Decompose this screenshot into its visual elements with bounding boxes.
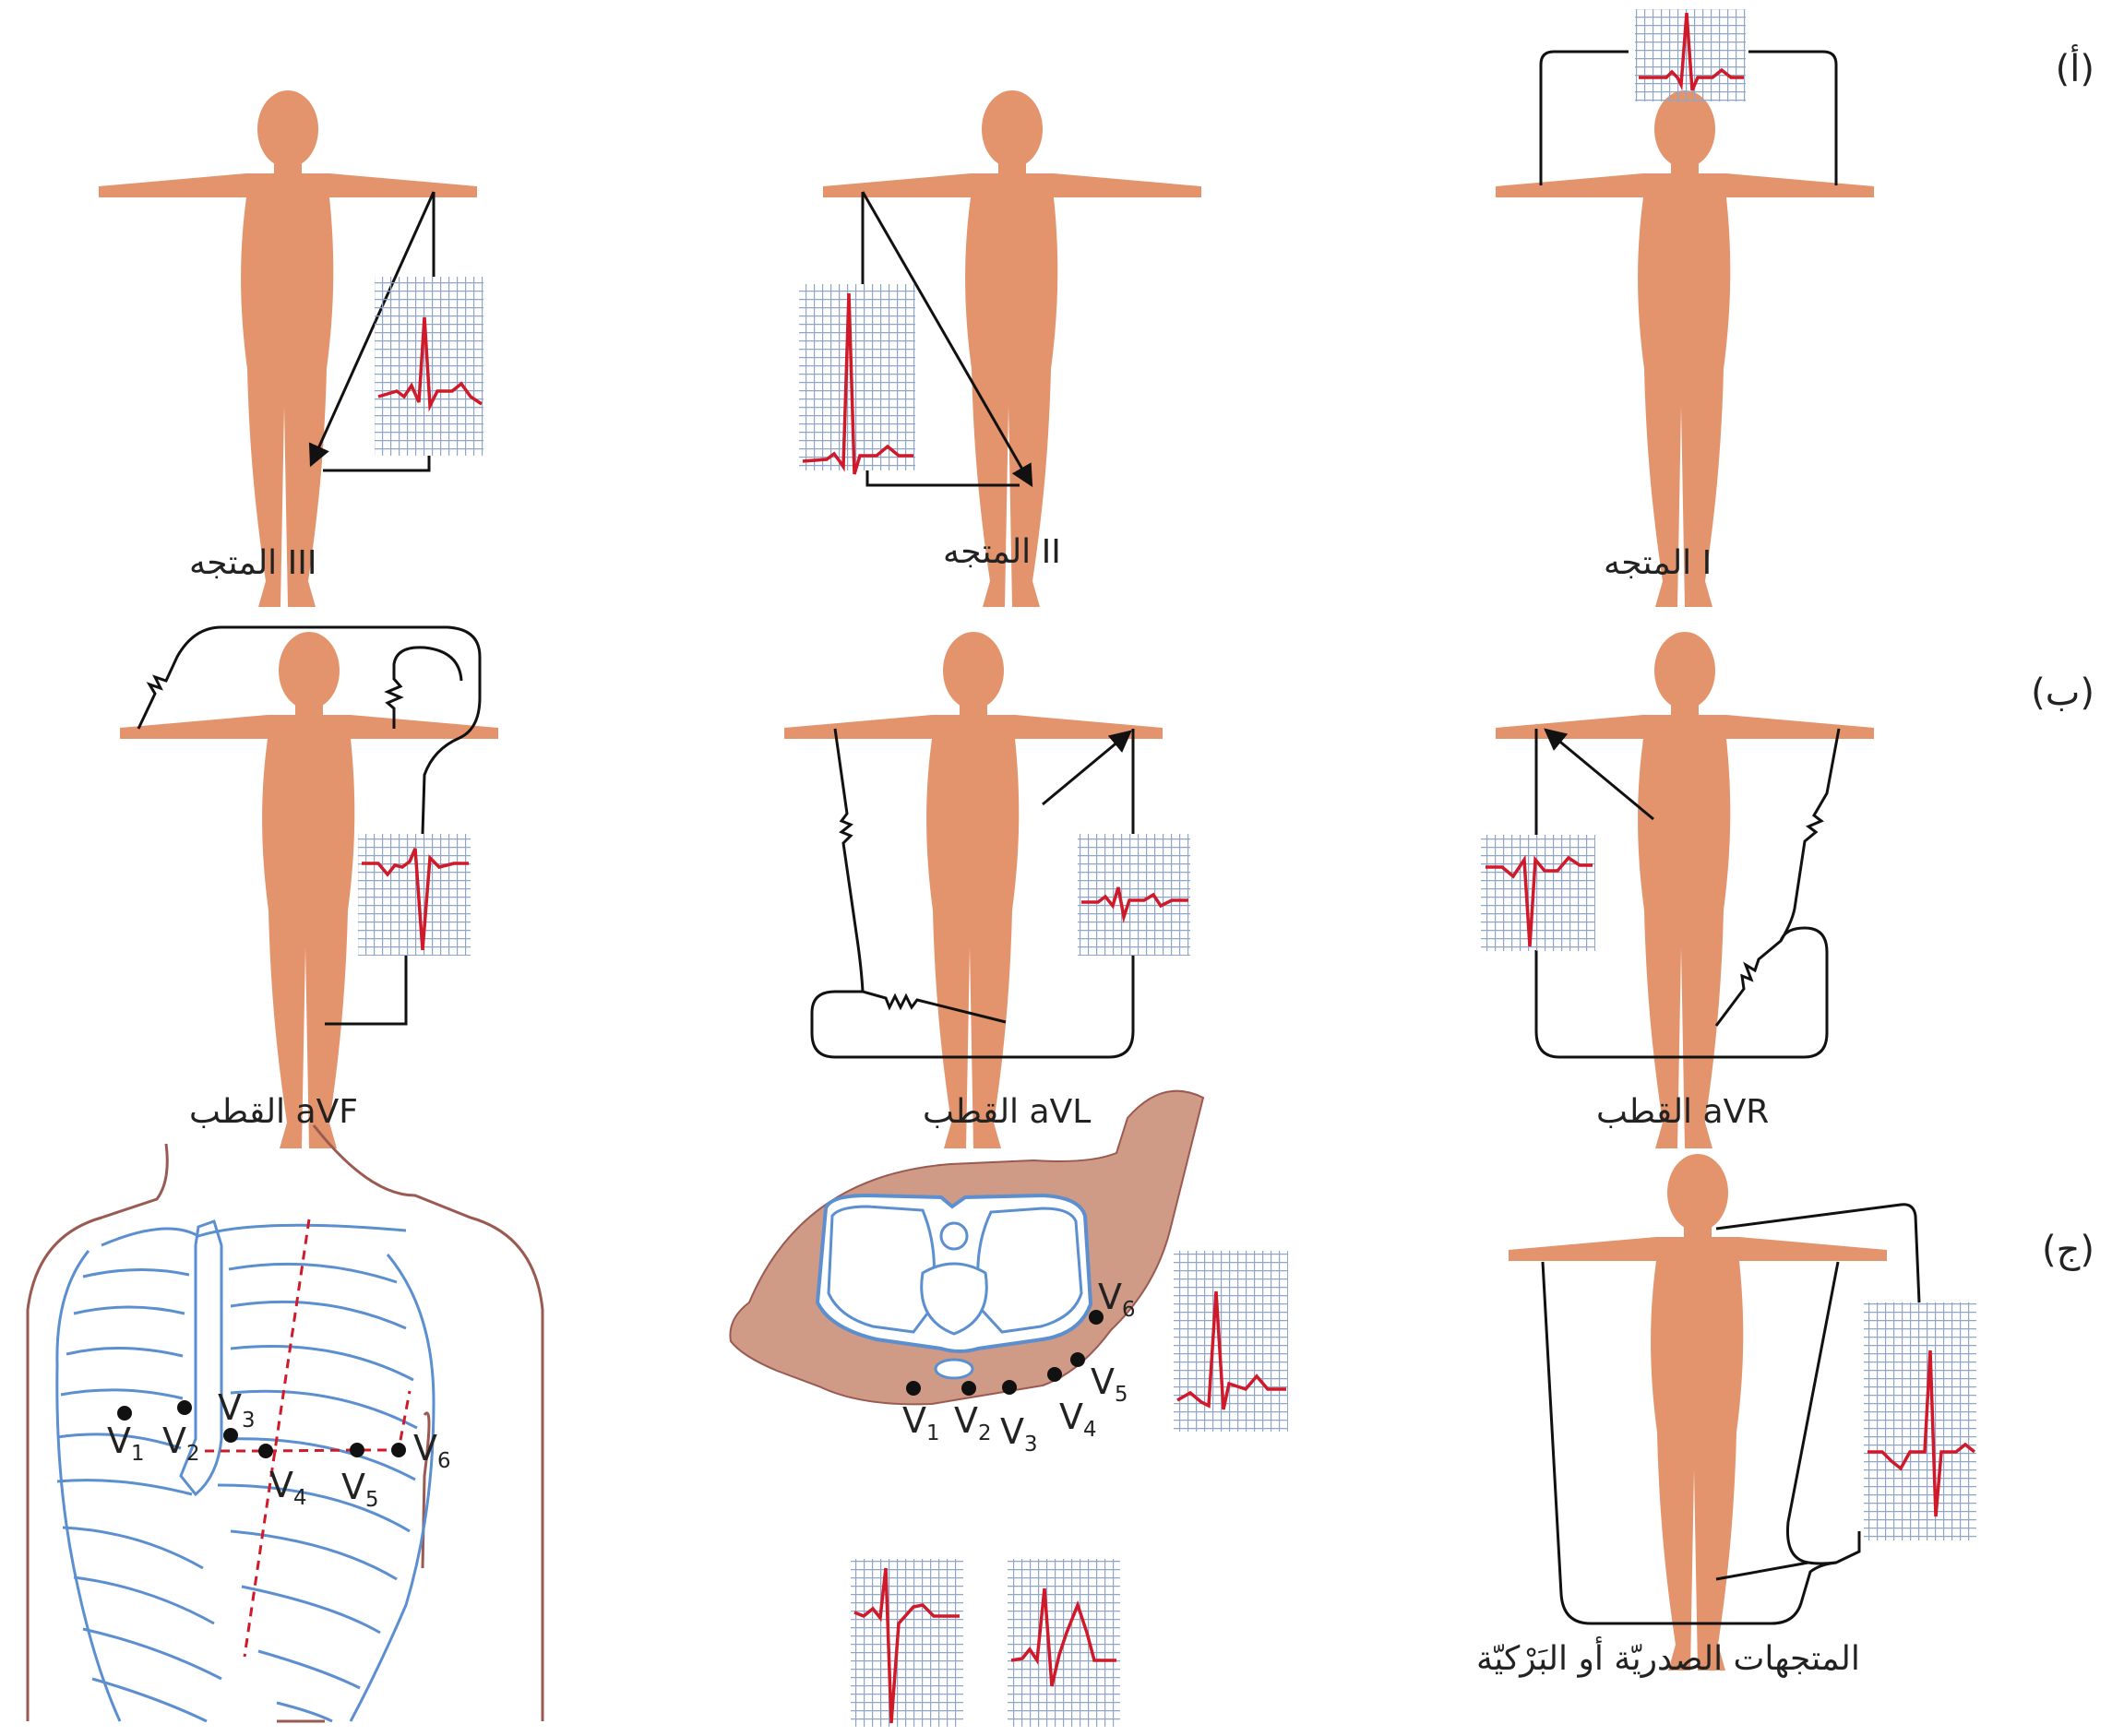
electrode-dot-V6 <box>391 1443 406 1457</box>
left-lung <box>978 1208 1081 1332</box>
lead-II-figure <box>799 90 1201 607</box>
electrode-dot-V1 <box>906 1381 921 1396</box>
chest-anterior-view <box>28 1125 543 1721</box>
aVF-resistor-wire-2 <box>388 648 461 729</box>
ecg-strip-V3 <box>1008 1559 1120 1727</box>
aVR-resistor-wire <box>1716 729 1839 1026</box>
caption-lead-II: المتجه II <box>943 533 1061 571</box>
electrode-dot-V2 <box>177 1400 192 1415</box>
caption-lead-III: المتجه III <box>189 544 316 582</box>
electrode-dot-V5 <box>1070 1352 1085 1367</box>
label-V4-chest: V4 <box>269 1465 307 1510</box>
ecg-strip-lead-II <box>799 284 915 474</box>
lead-aVF-figure <box>120 627 498 1148</box>
lead-III-figure <box>99 90 483 607</box>
torso-outline <box>28 1125 543 1721</box>
aVR-vector-arrow <box>1545 730 1653 819</box>
caption-lead-I: المتجه I <box>1604 544 1712 582</box>
sternum <box>936 1360 973 1378</box>
label-V6-section: V6 <box>1098 1277 1136 1322</box>
ecg-strip-aVR <box>1481 835 1595 951</box>
ecg-strip-precordial <box>1864 1302 1976 1540</box>
aVL-vector-arrow <box>1043 731 1130 804</box>
precordial-lead-figure <box>1509 1154 1976 1671</box>
ecg-strip-aVF <box>358 834 471 956</box>
ecg-strip-aVL <box>1078 834 1190 956</box>
label-V3-section: V3 <box>1000 1411 1038 1457</box>
ecg-strip-lead-I <box>1635 9 1746 101</box>
caption-precordial: المتجهات الصدريّة أو البَرْكيّة <box>1476 1640 1860 1678</box>
lead-I-figure <box>1496 9 1874 607</box>
label-V5-section: V5 <box>1091 1361 1128 1407</box>
ecg-strip-V6 <box>1174 1251 1288 1432</box>
human-figure <box>1496 90 1874 607</box>
electrode-dot-V4 <box>258 1444 273 1458</box>
electrode-dot-V1 <box>117 1406 132 1421</box>
human-figure <box>1509 1154 1887 1671</box>
label-V1-section: V1 <box>902 1400 940 1445</box>
electrode-dot-V3 <box>1002 1380 1017 1395</box>
chest-electrode-dots <box>117 1400 406 1458</box>
lead-aVR-figure <box>1481 632 1874 1148</box>
caption-lead-aVR: القطب aVR <box>1596 1093 1769 1131</box>
label-V2-chest: V2 <box>162 1421 200 1466</box>
label-V6-chest: V6 <box>413 1428 451 1473</box>
ecg-strip-lead-III <box>375 277 483 456</box>
vertebra <box>941 1223 967 1249</box>
label-V2-section: V2 <box>954 1400 992 1445</box>
label-V5-chest: V5 <box>341 1467 379 1512</box>
chest-cross-section <box>730 1091 1288 1727</box>
ecg-strip-V1 <box>851 1559 963 1727</box>
caption-lead-aVL: القطب aVL <box>923 1093 1091 1131</box>
electrode-dot-V4 <box>1047 1367 1062 1382</box>
right-lung <box>829 1207 935 1332</box>
label-V1-chest: V1 <box>107 1421 145 1466</box>
row-label-a: (أ) <box>2056 48 2094 90</box>
label-V3-chest: V3 <box>218 1387 256 1433</box>
row-label-b: (ب) <box>2031 672 2094 714</box>
electrode-dot-V5 <box>350 1443 364 1457</box>
lead-aVL-figure <box>784 632 1190 1148</box>
caption-lead-aVF: القطب aVF <box>189 1093 358 1131</box>
row-label-c: (ج) <box>2042 1229 2094 1271</box>
electrode-dot-V2 <box>961 1381 976 1396</box>
